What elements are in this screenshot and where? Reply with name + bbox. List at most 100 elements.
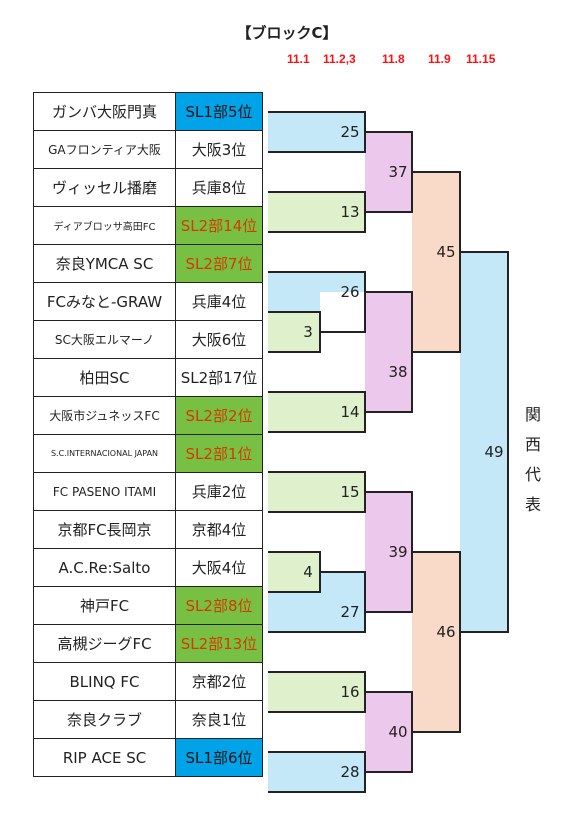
team-seed: SL2部14位	[175, 206, 263, 245]
fill-match-13	[268, 192, 365, 232]
team-seed: SL2部13位	[175, 624, 263, 663]
team-name: GAフロンティア大阪	[33, 130, 176, 169]
final-label-char: 表	[524, 495, 541, 514]
bracket-line-49	[460, 251, 509, 633]
team-seed: 大阪6位	[175, 320, 263, 359]
match-number-38: 38	[388, 363, 407, 381]
team-seed: SL1部6位	[175, 738, 263, 777]
team-name: 奈良YMCA SC	[33, 244, 176, 283]
bracket-line-26	[268, 271, 366, 333]
team-row: 奈良クラブ奈良1位	[33, 700, 263, 739]
final-label-char: 代	[524, 465, 541, 484]
final-label-char: 関	[524, 405, 541, 424]
team-row: 京都FC長岡京京都4位	[33, 510, 263, 549]
date-round-5: 11.15	[466, 52, 496, 66]
team-seed: 京都2位	[175, 662, 263, 701]
team-name: RIP ACE SC	[33, 738, 176, 777]
team-seed: SL1部5位	[175, 92, 263, 131]
match-number-39: 39	[388, 543, 407, 561]
team-name: 神戸FC	[33, 586, 176, 625]
match-number-28: 28	[340, 763, 359, 781]
match-number-40: 40	[388, 723, 407, 741]
bracket-fills	[268, 112, 508, 792]
match-number-45: 45	[436, 243, 455, 261]
fill-match-37	[365, 132, 412, 212]
bracket-line-45	[412, 171, 461, 353]
team-name: 奈良クラブ	[33, 700, 176, 739]
block-title: 【ブロックC】	[236, 24, 338, 42]
team-seed: 兵庫8位	[175, 168, 263, 207]
bracket-lines	[268, 111, 509, 793]
date-round-4: 11.9	[428, 52, 451, 66]
team-seed: 大阪3位	[175, 130, 263, 169]
fill-match-15	[268, 472, 365, 512]
team-name: 大阪市ジュネッスFC	[33, 396, 176, 435]
team-name: ディアブロッサ高田FC	[33, 206, 176, 245]
match-number-49: 49	[484, 443, 503, 461]
match-number-37: 37	[388, 163, 407, 181]
date-round-1: 11.1	[287, 52, 310, 66]
team-name: A.C.Re:Salto	[33, 548, 176, 587]
match-number-27: 27	[340, 603, 359, 621]
kansai-representative-label: 関 西 代 表	[518, 400, 548, 520]
fill-match-49	[460, 252, 508, 632]
fill-match-4	[268, 552, 320, 592]
match-number-16: 16	[340, 683, 359, 701]
fill-match-14	[268, 392, 365, 432]
match-number-26: 26	[340, 283, 359, 301]
team-seed: 兵庫4位	[175, 282, 263, 321]
fill-match-3	[268, 312, 320, 352]
fill-match-39	[365, 492, 412, 612]
fill-match-46	[412, 552, 460, 732]
team-seed: 兵庫2位	[175, 472, 263, 511]
match-number-25: 25	[340, 123, 359, 141]
team-name: BLINQ FC	[33, 662, 176, 701]
team-name: S.C.INTERNACIONAL JAPAN	[33, 434, 176, 473]
match-number-46: 46	[436, 623, 455, 641]
team-name: FC PASENO ITAMI	[33, 472, 176, 511]
fill-match-38	[365, 292, 412, 412]
team-seed: 大阪4位	[175, 548, 263, 587]
fill-match-27	[268, 572, 365, 632]
team-name: SC大阪エルマーノ	[33, 320, 176, 359]
fill-match-40	[365, 692, 412, 772]
match-number-13: 13	[340, 203, 359, 221]
final-label-char: 西	[524, 435, 541, 454]
fill-match-25	[268, 112, 365, 152]
date-round-2: 11.2,3	[323, 52, 356, 66]
fill-match-45	[412, 172, 460, 352]
team-seed: 京都4位	[175, 510, 263, 549]
team-name: 京都FC長岡京	[33, 510, 176, 549]
match-number-3: 3	[303, 323, 313, 341]
fill-match-16	[268, 672, 365, 712]
team-name: 柏田SC	[33, 358, 176, 397]
match-numbers: 25 13 26 3 14 15 4 27 16 28 37 38 39 40 …	[303, 123, 503, 781]
date-round-3: 11.8	[382, 52, 405, 66]
match-number-15: 15	[340, 483, 359, 501]
bracket-line-27	[268, 571, 366, 633]
team-seed: SL2部1位	[175, 434, 263, 473]
team-name: FCみなと-GRAW	[33, 282, 176, 321]
match-number-14: 14	[340, 403, 359, 421]
team-row: GAフロンティア大阪大阪3位	[33, 130, 263, 169]
team-name: 高槻ジーグFC	[33, 624, 176, 663]
bracket-line-46	[412, 551, 461, 733]
team-seed: SL2部8位	[175, 586, 263, 625]
team-row: SC大阪エルマーノ大阪6位	[33, 320, 263, 359]
fill-match-28	[268, 752, 365, 792]
match-number-4: 4	[303, 563, 313, 581]
